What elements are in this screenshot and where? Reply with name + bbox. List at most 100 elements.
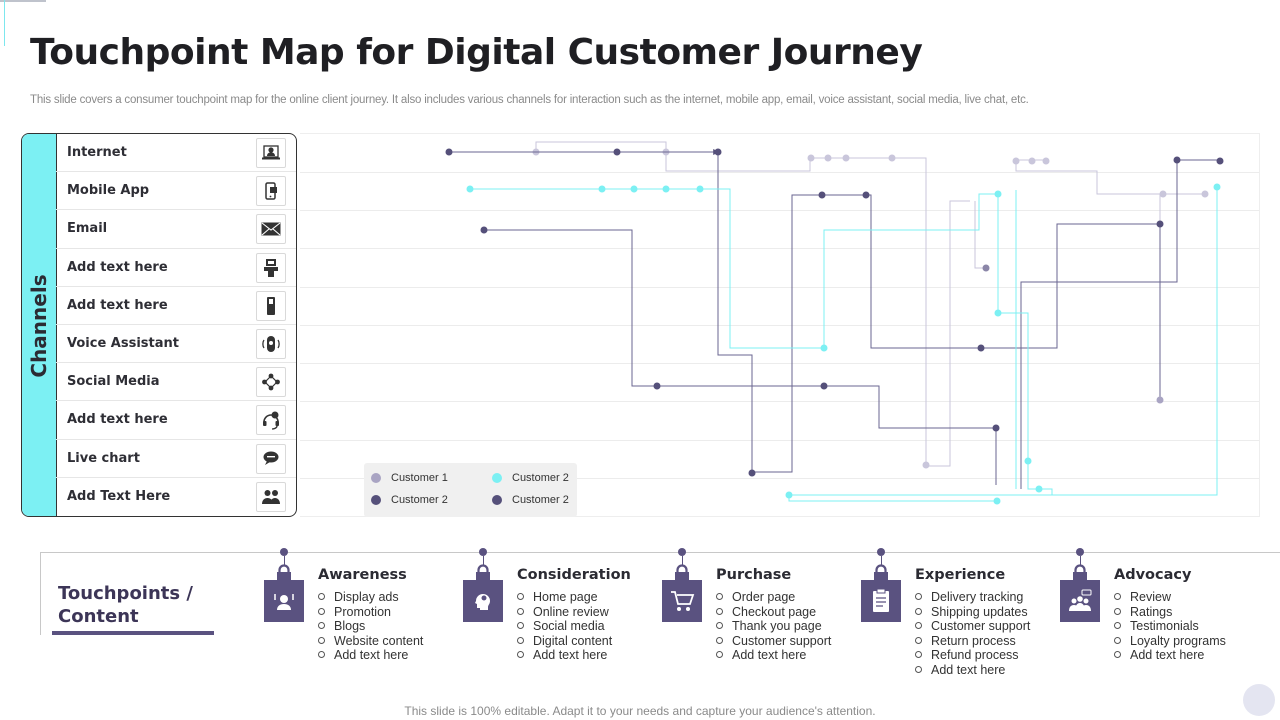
channel-row-add-text-3: Add text here <box>56 401 296 440</box>
stage-item-text: Add text here <box>931 662 1006 677</box>
touchpoints-heading-line1: Touchpoints / <box>58 583 193 604</box>
corner-decoration-line <box>0 0 46 2</box>
channel-name: Social Media <box>67 374 160 390</box>
stage-marker-stem <box>681 556 683 566</box>
device-icon <box>256 290 286 321</box>
voice-assistant-icon <box>256 329 286 359</box>
stage-item: Add text here <box>915 663 1030 678</box>
stage-item: Add text here <box>716 648 831 663</box>
stage-item-text: Refund process <box>931 648 1019 662</box>
touchpoints-heading-line2: Content <box>58 606 139 627</box>
grid-line <box>300 401 1259 402</box>
stage-item-text: Add text here <box>732 648 807 662</box>
page-title: Touchpoint Map for Digital Customer Jour… <box>30 32 923 73</box>
stage-marker-dot <box>877 548 885 556</box>
team-chat-icon <box>1060 580 1100 622</box>
legend-dot <box>492 473 502 483</box>
customer-2-dark-points <box>445 148 1224 477</box>
legend: Customer 1 Customer 2 Customer 2 Custome… <box>364 463 577 517</box>
channel-name: Add text here <box>67 297 168 313</box>
stage-item-text: Checkout page <box>732 604 817 619</box>
stage-item: Website content <box>318 634 423 649</box>
stage-marker-stem <box>283 556 285 566</box>
stage-item: Shipping updates <box>915 605 1030 620</box>
stage-item-text: Home page <box>533 590 598 604</box>
stage-marker-stem <box>1079 556 1081 566</box>
stage-item-text: Testimonials <box>1130 619 1199 633</box>
channel-row-live-chart: Live chart <box>56 440 296 478</box>
bullet-icon <box>915 607 922 615</box>
grid-line <box>300 363 1259 364</box>
stage-item: Add text here <box>517 648 612 663</box>
bullet-icon <box>318 622 325 629</box>
bullet-icon <box>318 607 325 615</box>
laptop-user-icon <box>256 138 286 168</box>
channel-name: Email <box>67 221 108 237</box>
stage-title: Purchase <box>716 567 792 583</box>
legend-label: Customer 2 <box>512 472 569 484</box>
stage-item: Testimonials <box>1114 619 1226 634</box>
stage-item: Blogs <box>318 619 423 634</box>
stage-item: Loyalty programs <box>1114 634 1226 649</box>
legend-label: Customer 2 <box>512 494 569 506</box>
bullet-icon <box>915 636 922 644</box>
bullet-icon <box>915 622 922 629</box>
stage-item-text: Add text here <box>334 648 409 662</box>
channel-name: Live chart <box>67 450 140 466</box>
stage-item: Social media <box>517 619 612 634</box>
stage-item-text: Add text here <box>1130 648 1205 662</box>
corner-decoration-circle <box>1243 684 1275 716</box>
channels-strip: Channels <box>22 134 57 516</box>
stage-item-text: Delivery tracking <box>931 590 1024 604</box>
legend-dot <box>371 473 381 483</box>
channel-row-voice-assistant: Voice Assistant <box>56 325 296 364</box>
stage-item-text: Blogs <box>334 619 366 633</box>
stage-item: Add text here <box>318 648 423 663</box>
grid-line <box>300 210 1259 211</box>
stage-item-text: Review <box>1130 590 1171 604</box>
bullet-icon <box>716 636 723 644</box>
chat-bubbles-icon <box>256 443 286 474</box>
stage-item: Review <box>1114 590 1226 605</box>
stage-item-text: Promotion <box>334 604 391 619</box>
bullet-icon <box>517 636 524 644</box>
customer-2-cyan-points <box>466 183 1221 505</box>
bullet-icon <box>716 593 723 600</box>
bullet-icon <box>915 593 922 600</box>
user-presentation-icon <box>264 580 304 622</box>
stage-item: Promotion <box>318 605 423 620</box>
bullet-icon <box>517 651 524 658</box>
stage-item-text: Customer support <box>732 633 832 648</box>
stage-item-text: Shipping updates <box>931 604 1028 619</box>
stage-item-text: Loyalty programs <box>1130 633 1226 648</box>
touchpoints-heading: Touchpoints / Content <box>58 582 218 628</box>
grid-line <box>300 287 1259 288</box>
channel-name: Mobile App <box>67 183 150 199</box>
channel-name: Add text here <box>67 259 168 275</box>
channel-name: Internet <box>67 145 127 160</box>
legend-label: Customer 2 <box>391 494 448 506</box>
stage-item-text: Thank you page <box>732 619 822 633</box>
stage-item: Customer support <box>915 619 1030 634</box>
footer-note: This slide is 100% editable. Adapt it to… <box>404 704 876 718</box>
stage-marker-dot <box>280 548 288 556</box>
lock-icon <box>871 564 891 580</box>
stage-item: Delivery tracking <box>915 590 1030 605</box>
grid-line <box>300 440 1259 441</box>
bullet-icon <box>716 651 723 658</box>
bullet-icon <box>1114 636 1121 644</box>
channel-row-mobile-app: Mobile App <box>56 172 296 211</box>
stage-item: Thank you page <box>716 619 831 634</box>
bullet-icon <box>318 651 325 658</box>
kiosk-icon <box>256 252 286 283</box>
grid-line <box>300 325 1259 326</box>
journey-grid <box>300 133 1260 517</box>
bullet-icon <box>318 636 325 644</box>
grid-line <box>300 478 1259 479</box>
corner-decoration-accent <box>4 0 5 46</box>
bullet-icon <box>716 607 723 615</box>
bullet-icon <box>517 593 524 600</box>
